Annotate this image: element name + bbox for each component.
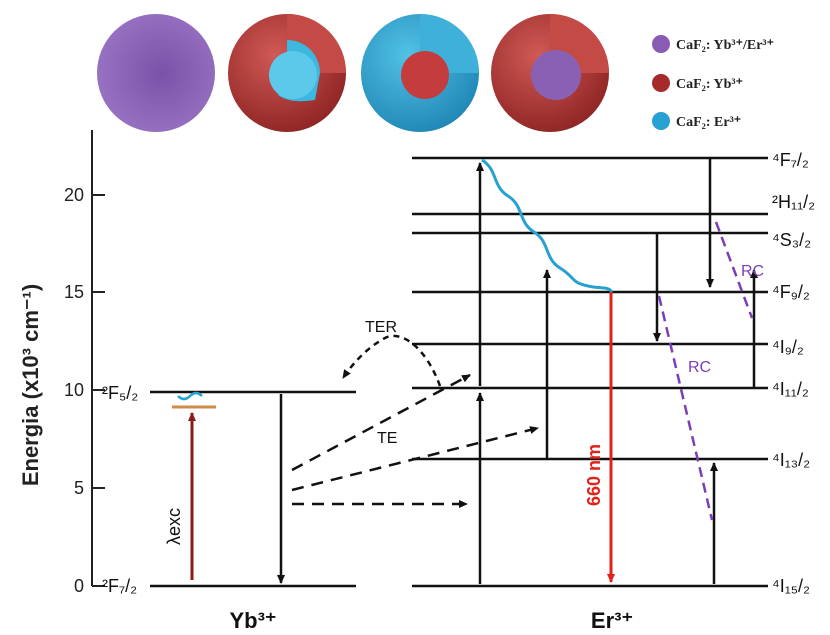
er-label-4i92: ⁴I₉/₂ bbox=[772, 337, 804, 357]
legend-label-yber: CaF₂: Yb³⁺/Er³⁺ bbox=[676, 38, 774, 53]
energy-transfer-arrows: TER TE bbox=[291, 319, 539, 508]
sphere-yb-shell-yber-core bbox=[491, 14, 609, 132]
er-label-4i132: ⁴I₁₃/₂ bbox=[772, 450, 810, 470]
er-label-2h112: ²H₁₁/₂ bbox=[772, 192, 815, 212]
cross-relaxation: RC RC bbox=[657, 221, 764, 521]
yb-levels: ²F₇/₂ ²F₅/₂ λexc Yb³⁺ bbox=[102, 383, 356, 633]
tick-label-10: 10 bbox=[64, 380, 84, 400]
axis-title: Energia (x10³ cm⁻¹) bbox=[18, 284, 43, 486]
er-label-4f72: ⁴F₇/₂ bbox=[772, 150, 809, 170]
rc-dash-lower bbox=[657, 295, 714, 521]
rc-label-upper: RC bbox=[741, 263, 764, 280]
rc-dash-upper bbox=[714, 221, 754, 319]
legend-marker-yber bbox=[652, 35, 670, 53]
sphere-yb-shell-er-core bbox=[228, 14, 346, 132]
tick-label-20: 20 bbox=[64, 185, 84, 205]
tick-label-5: 5 bbox=[74, 478, 84, 498]
er-label-4f92: ⁴F₉/₂ bbox=[772, 282, 810, 302]
sphere-yb-er bbox=[97, 14, 215, 132]
tick-label-15: 15 bbox=[64, 282, 84, 302]
te-label: TE bbox=[377, 430, 397, 447]
er-emission-label: 660 nm bbox=[584, 444, 604, 506]
er-ion-label: Er³⁺ bbox=[591, 608, 633, 633]
legend: CaF₂: Yb³⁺/Er³⁺ CaF₂: Yb³⁺ CaF₂: Er³⁺ bbox=[652, 35, 774, 130]
ter-curved-arrow bbox=[341, 334, 442, 387]
rc-label-lower: RC bbox=[688, 359, 711, 376]
tick-label-0: 0 bbox=[74, 576, 84, 596]
yb-level-2f72: ²F₇/₂ bbox=[102, 576, 137, 596]
yb-level-2f52: ²F₅/₂ bbox=[102, 383, 138, 403]
energy-axis: 0 5 10 15 20 Energia (x10³ cm⁻¹) bbox=[18, 130, 105, 596]
legend-marker-yb bbox=[652, 74, 670, 92]
legend-label-yb: CaF₂: Yb³⁺ bbox=[676, 77, 743, 92]
legend-marker-er bbox=[652, 112, 670, 130]
legend-label-er: CaF₂: Er³⁺ bbox=[676, 115, 741, 130]
er-levels: ⁴F₇/₂ ²H₁₁/₂ ⁴S₃/₂ ⁴F₉/₂ ⁴I₉/₂ ⁴I₁₁/₂ ⁴I… bbox=[412, 150, 815, 633]
yb-excitation-label: λexc bbox=[164, 508, 184, 545]
yb-relaxation-wave bbox=[177, 391, 203, 401]
te-arrow-1 bbox=[291, 373, 471, 472]
te-arrow-2 bbox=[291, 426, 539, 492]
er-label-4i152: ⁴I₁₅/₂ bbox=[772, 576, 810, 596]
er-label-4s32: ⁴S₃/₂ bbox=[772, 230, 811, 250]
sphere-er-shell-yb-core bbox=[361, 14, 479, 132]
er-relaxation-wave bbox=[481, 158, 614, 293]
er-label-4i112: ⁴I₁₁/₂ bbox=[772, 379, 809, 399]
yb-ion-label: Yb³⁺ bbox=[229, 608, 276, 633]
ter-label: TER bbox=[365, 319, 397, 336]
